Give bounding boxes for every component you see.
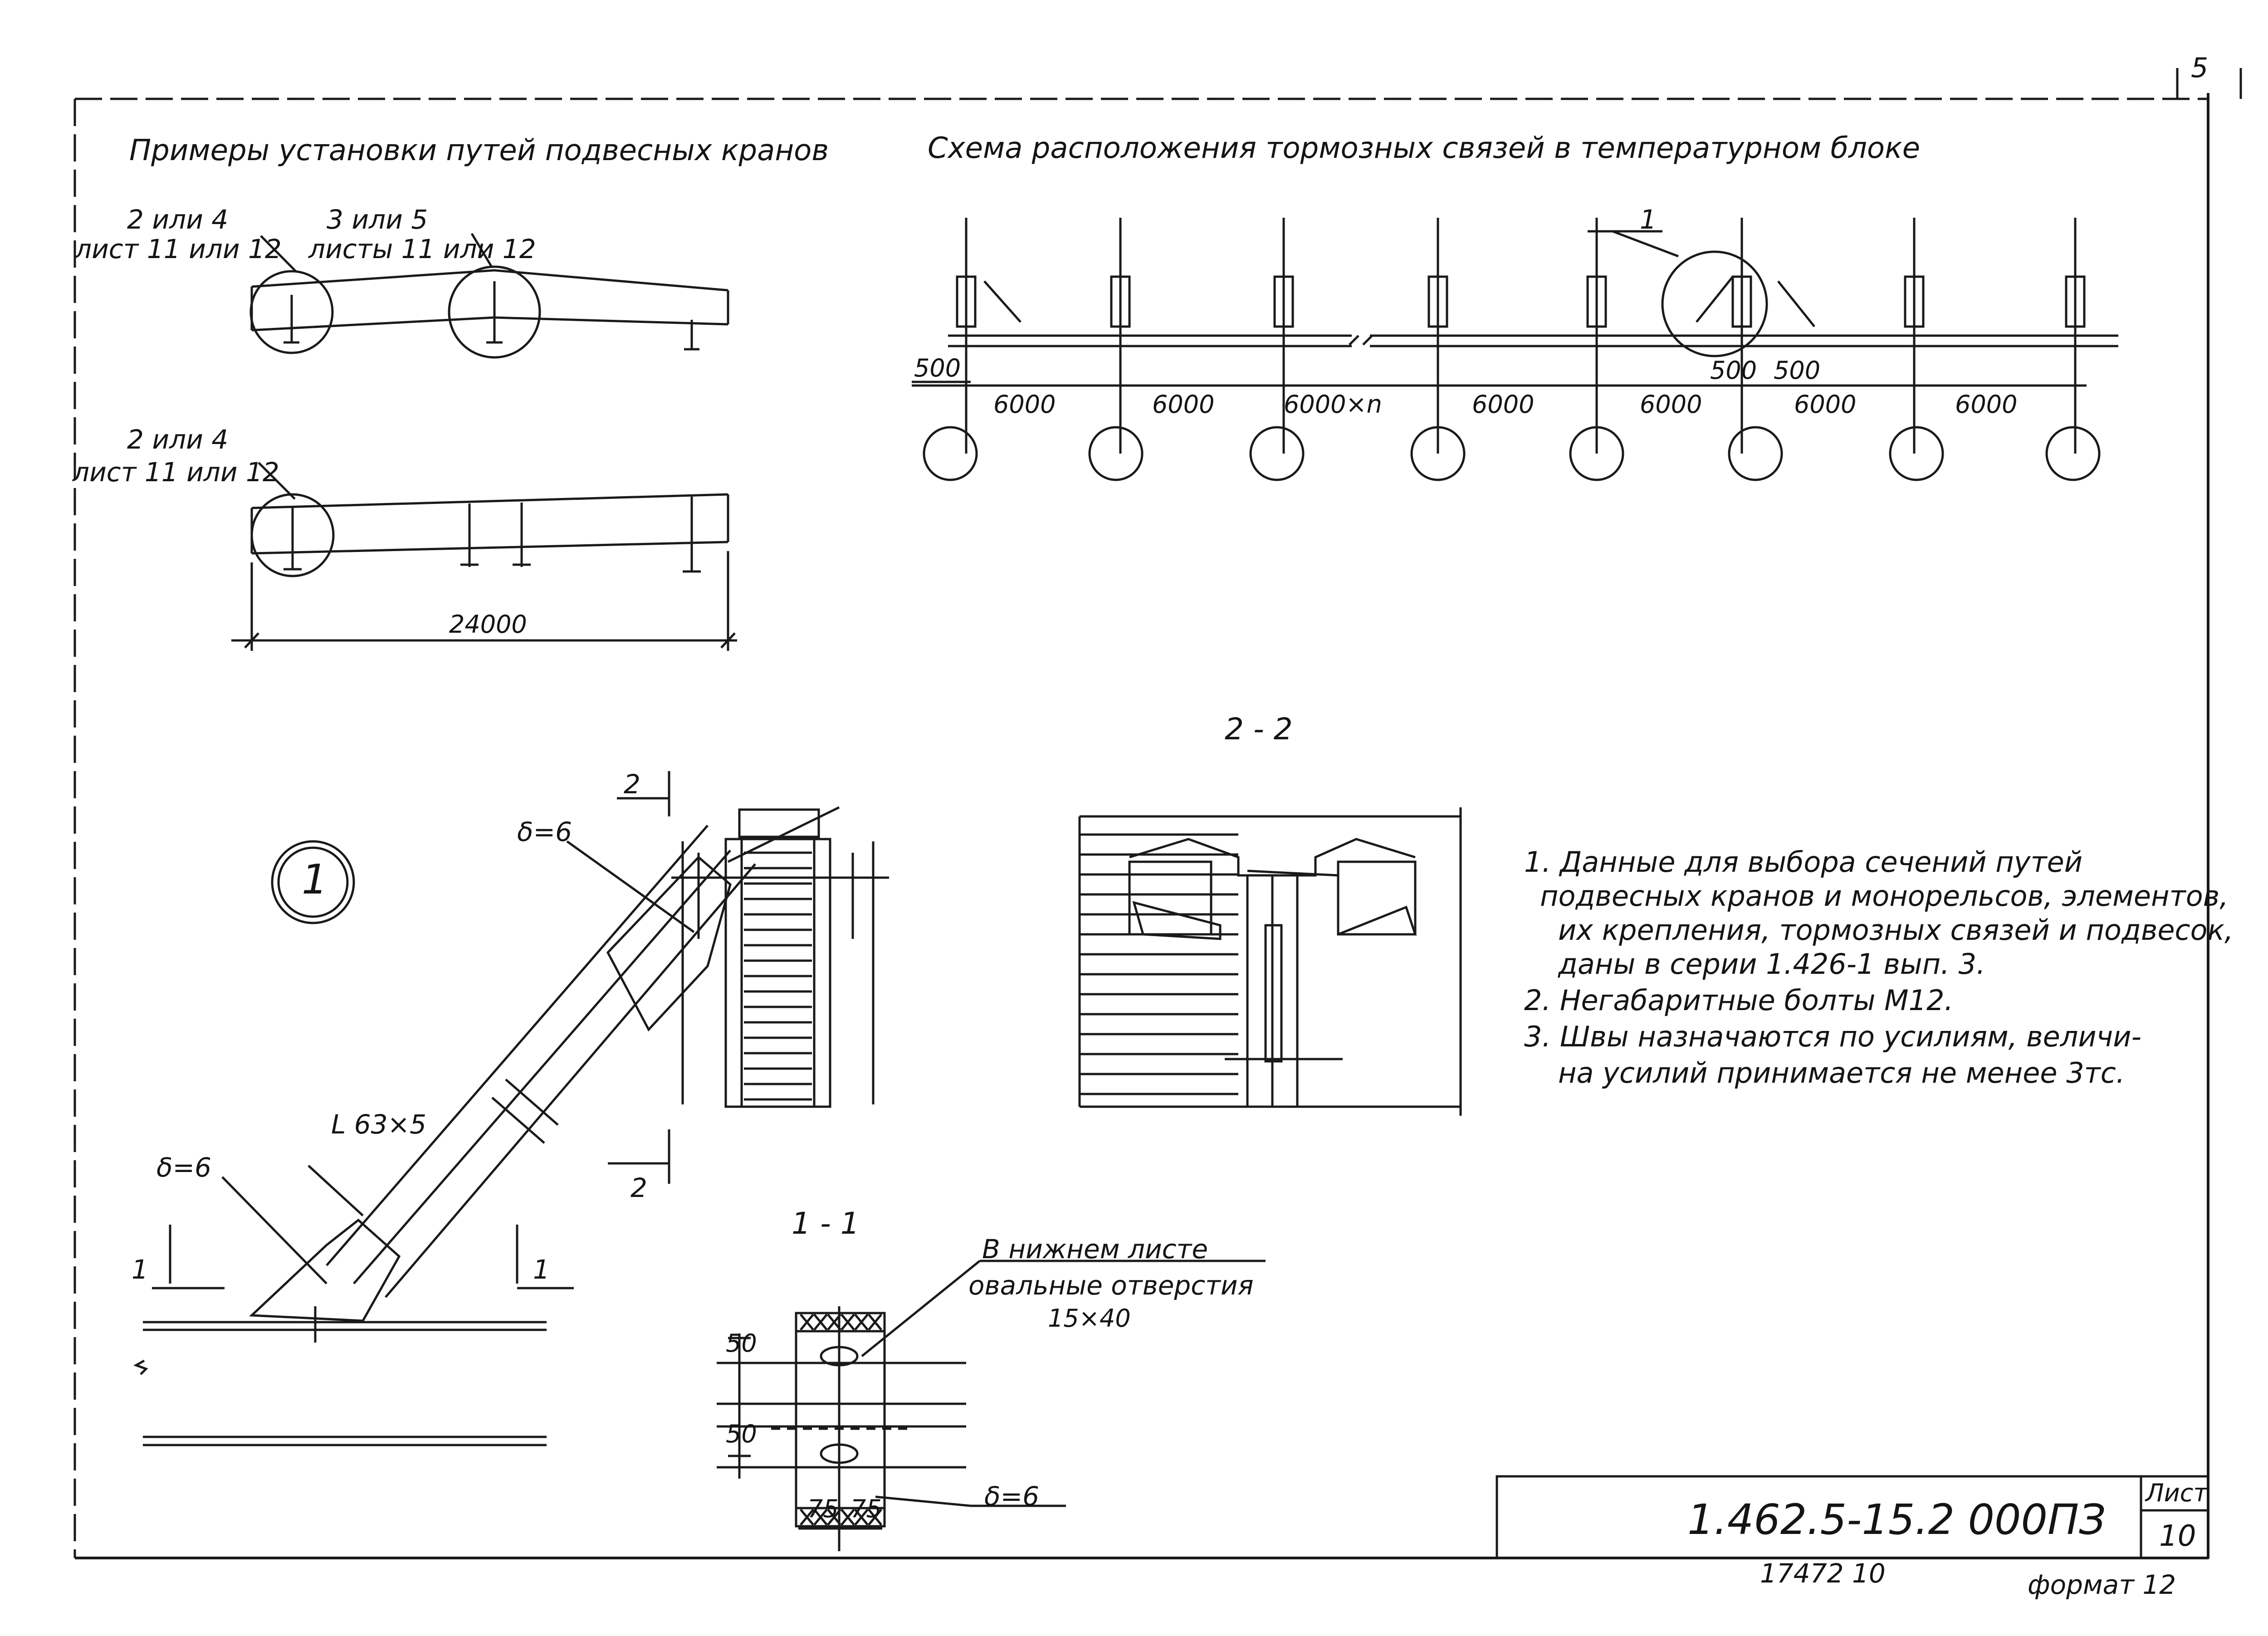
callout-bottom-left-2: лист 11 или 12 <box>73 457 279 488</box>
brace-scheme <box>948 334 2118 347</box>
section-1-dim-top: 50 <box>726 1329 757 1358</box>
section-2-2-title: 2 - 2 <box>1225 712 1293 747</box>
hole-note-line1: В нижнем листе <box>982 1234 1208 1265</box>
note-line: их крепления, тормозных связей и подвесо… <box>1558 913 2234 947</box>
column-post <box>1904 275 1925 328</box>
node-1-web-hatch <box>744 851 812 1101</box>
axis-bubble <box>1889 426 1944 481</box>
flange-hatch-line <box>827 1509 841 1526</box>
left-title: Примеры установки путей подвесных кранов <box>129 134 829 167</box>
drawing-code: 1.462.5-15.2 000ПЗ <box>1687 1495 2106 1544</box>
sheet-label: Лист <box>2146 1479 2208 1507</box>
cut-mark-1-left: 1 <box>132 1254 148 1285</box>
corner-sheet-number: 5 <box>2191 52 2209 84</box>
axis-bubble <box>1728 426 1783 481</box>
axis-bubble <box>1410 426 1466 481</box>
note-line: даны в серии 1.426-1 вып. 3. <box>1558 947 1985 981</box>
axis-bubble <box>923 426 978 481</box>
scheme-spacing: 6000×n <box>1284 390 1382 419</box>
flange-hatch-line <box>813 1509 828 1526</box>
section-2-2-hatch <box>1080 833 1238 1095</box>
section-1-weld: δ=6 <box>984 1481 1039 1512</box>
angle-label: L 63×5 <box>331 1109 427 1140</box>
column-post <box>956 275 977 328</box>
section-1-dim-right: 75 <box>850 1494 882 1523</box>
column-post <box>1427 275 1448 328</box>
section-1-1-hatch <box>800 1314 882 1526</box>
hole-note-line2: овальные отверстия <box>968 1270 1254 1301</box>
scheme-spacing: 6000 <box>1152 390 1215 419</box>
sheet-number: 10 <box>2159 1519 2196 1553</box>
column-post <box>1273 275 1294 328</box>
axis-bubble <box>1088 426 1144 481</box>
weld-lower-label: δ=6 <box>156 1152 211 1183</box>
flange-hatch-line <box>854 1509 869 1526</box>
flange-hatch-line <box>841 1509 855 1526</box>
scheme-spacing: 6000 <box>1794 390 1857 419</box>
axis-bubble <box>1569 426 1624 481</box>
node-marker: 1 <box>302 856 328 903</box>
axis-bubble <box>2045 426 2101 481</box>
flange-hatch-line <box>800 1509 814 1526</box>
scheme-braces <box>983 230 1815 357</box>
scheme-dimensions <box>912 381 2087 387</box>
flange-hatch-line <box>813 1314 828 1331</box>
scheme-mid-offset: 500 <box>1710 356 1757 385</box>
column-post <box>1110 275 1131 328</box>
cut-mark-1-right: 1 <box>533 1254 550 1285</box>
beam-example-2 <box>231 462 737 651</box>
hole-size: 15×40 <box>1048 1304 1131 1333</box>
scheme-spacing: 6000 <box>1640 390 1702 419</box>
callout-top-left-2: лист 11 или 12 <box>75 234 282 264</box>
note-line: на усилий принимается не менее 3тс. <box>1558 1056 2125 1089</box>
flange-hatch-line <box>841 1314 855 1331</box>
note-line: 1. Данные для выбора сечений путей <box>1524 845 2083 879</box>
note-line: 2. Негабаритные болты М12. <box>1524 984 1954 1017</box>
weld-upper-label: δ=6 <box>517 816 572 847</box>
section-1-dim-bottom: 50 <box>726 1420 757 1448</box>
flange-hatch-line <box>868 1509 882 1526</box>
right-title: Схема расположения тормозных связей в те… <box>928 132 1921 165</box>
section-2-2-drawing <box>1078 807 1462 1116</box>
scheme-spacing: 6000 <box>993 390 1056 419</box>
inventory-number: 17472 10 <box>1760 1558 1886 1589</box>
note-line: 3. Швы назначаются по усилиям, величи- <box>1524 1020 2141 1053</box>
flange-hatch-line <box>854 1314 869 1331</box>
flange-hatch-line <box>827 1314 841 1331</box>
scheme-columns <box>923 218 2101 481</box>
callout-bottom-left-1: 2 или 4 <box>127 424 229 455</box>
beam-example-1 <box>249 233 729 359</box>
title-block-lines <box>1496 1475 2209 1559</box>
callout-top-mid-2: листы 11 или 12 <box>308 234 536 264</box>
section-1-1-drawing <box>717 1260 1266 1551</box>
flange-hatch-line <box>800 1314 814 1331</box>
callout-top-mid-1: 3 или 5 <box>327 204 428 235</box>
scheme-callout: 1 <box>1640 204 1657 235</box>
scheme-left-offset: 500 <box>914 354 961 382</box>
beam-span-dimension: 24000 <box>449 610 527 639</box>
note-line: подвесных кранов и монорельсов, элементо… <box>1540 879 2229 913</box>
scheme-spacing: 6000 <box>1472 390 1535 419</box>
format-label: формат 12 <box>2028 1569 2176 1600</box>
flange-hatch-line <box>868 1314 882 1331</box>
cut-mark-2-top: 2 <box>624 769 640 800</box>
node-1-drawing <box>133 771 889 1446</box>
axis-bubble <box>1249 426 1305 481</box>
column-post <box>2065 275 2086 328</box>
callout-top-left-1: 2 или 4 <box>127 204 229 235</box>
scheme-mid-offset: 500 <box>1774 356 1821 385</box>
column-post <box>1586 275 1607 328</box>
section-1-1-title: 1 - 1 <box>792 1206 860 1241</box>
scheme-spacing: 6000 <box>1955 390 2018 419</box>
column-post <box>1731 275 1752 328</box>
section-1-dim-left: 75 <box>807 1494 839 1523</box>
cut-mark-2-bottom: 2 <box>631 1172 647 1203</box>
